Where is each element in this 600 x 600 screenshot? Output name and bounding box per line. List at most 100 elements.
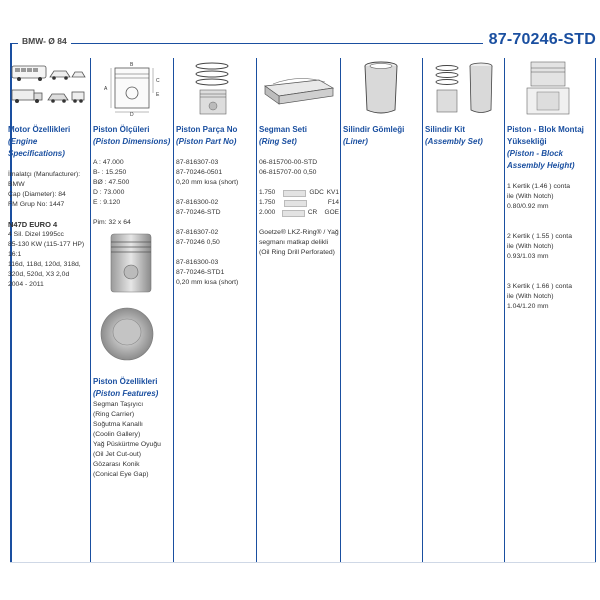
part-number: 87-70246-0501 — [176, 169, 223, 176]
ring-size: 2.000 — [259, 209, 276, 216]
engine-diameter: Çap (Diameter): 84 — [8, 191, 66, 198]
part-no-heading: Piston Parça No (Piston Part No) — [176, 124, 254, 148]
notch-line: 1 Kertik (1.46 ) conta — [507, 183, 571, 190]
diagram-label-e: E — [156, 92, 160, 98]
ring-set-number: 06-815707-00 0,50 — [259, 169, 317, 176]
notch-line: ile (With Notch) — [507, 293, 554, 300]
part-number: 87-816307-02 — [176, 229, 219, 236]
piston-rings-icon — [176, 60, 254, 116]
piston-features-title-en: (Piston Features) — [93, 389, 159, 398]
block-height-title: Piston - Blok Montaj — [507, 125, 584, 134]
part-no-title: Piston Parça No — [176, 125, 238, 134]
notch-line: ile (With Notch) — [507, 193, 554, 200]
engine-heading: Motor Özellikleri (Engine Specifications… — [8, 124, 88, 160]
feature-line: Yağ Püskürtme Oyuğu — [93, 441, 161, 448]
ring-code: F14 — [327, 199, 340, 206]
ring-row: 1.750 GDC KV1 — [259, 188, 339, 198]
ring-note: (Oil Ring Drill Perforated) — [259, 249, 335, 256]
engine-detail: 4 Sil. Dizel 1995cc — [8, 231, 64, 238]
feature-line: Gözarası Konik — [93, 461, 140, 468]
dimension-value: BØ : 47.500 — [93, 179, 130, 186]
assembly-set-title-en: (Assembly Set) — [425, 137, 483, 146]
block-height-title: Yüksekliği — [507, 137, 547, 146]
feature-line: Segman Taşıyıcı — [93, 401, 144, 408]
ring-size: 1.750 — [259, 199, 276, 206]
ring-code: KV1 — [326, 189, 339, 196]
header-rule — [10, 43, 596, 44]
diagram-label-c: C — [156, 78, 160, 84]
bottom-rule — [10, 562, 596, 563]
diagram-label-b: B — [130, 62, 134, 68]
piston-dimensions-title-en: (Piston Dimensions) — [93, 137, 171, 146]
ring-set-number: 06-815700-00-STD — [259, 159, 318, 166]
engine-detail: 85-130 KW (115-177 HP) — [8, 241, 85, 248]
ring-profile-icon — [283, 199, 308, 207]
assembly-set-title: Silindir Kit — [425, 125, 465, 134]
ring-set-title: Segman Seti — [259, 125, 308, 134]
ring-set-title-en: (Ring Set) — [259, 137, 297, 146]
liner-heading: Silindir Gömleği (Liner) — [343, 124, 421, 148]
diagram-label-d: D — [130, 112, 134, 116]
feature-line: (Ring Carrier) — [93, 411, 135, 418]
piston-features-heading: Piston Özellikleri (Piston Features) — [93, 376, 171, 400]
column-divider — [256, 58, 257, 562]
notch-line: 2 Kertik ( 1.55 ) conta — [507, 233, 572, 240]
pin-size: Pim: 32 x 64 — [93, 219, 131, 226]
ring-row: 2.000 CR GOE — [259, 208, 339, 218]
column-divider — [504, 58, 505, 562]
assembly-set-column: Silindir Kit (Assembly Set) — [425, 60, 503, 148]
feature-line: (Oil Jet Cut-out) — [93, 451, 141, 458]
column-divider — [422, 58, 423, 562]
header-bar: BMW- Ø 84 87-70246-STD — [10, 31, 596, 53]
piston-features-title: Piston Özellikleri — [93, 377, 158, 386]
feature-line: (Conical Eye Gap) — [93, 471, 149, 478]
piston-photo-icon — [93, 232, 171, 300]
column-divider — [90, 58, 91, 562]
part-number: 87-816300-02 — [176, 199, 219, 206]
engine-group-no: FM Grup No: 1447 — [8, 201, 65, 208]
ring-note: segmanı matkap delikli — [259, 239, 329, 246]
ring-type: CR — [307, 209, 318, 216]
piston-top-icon — [93, 300, 171, 368]
feature-line: (Coolin Gallery) — [93, 431, 141, 438]
left-border — [10, 43, 12, 562]
ring-profile-icon — [282, 209, 305, 217]
part-number: 87-70246-STD1 — [176, 269, 225, 276]
assembly-set-heading: Silindir Kit (Assembly Set) — [425, 124, 503, 148]
diagram-label-a: A — [104, 86, 108, 92]
block-height-title-en: (Piston - Block — [507, 149, 564, 158]
ring-set-column: Segman Seti (Ring Set) 06-815700-00-STD … — [259, 60, 339, 258]
notch-line: 3 Kertik ( 1.66 ) conta — [507, 283, 572, 290]
dimension-value: E : 9.120 — [93, 199, 121, 206]
engine-code: N47D EURO 4 — [8, 220, 58, 229]
piston-dimensions-title: Piston Ölçüleri — [93, 125, 150, 134]
dimension-value: A : 47.000 — [93, 159, 124, 166]
dimension-value: B- : 15.250 — [93, 169, 127, 176]
brand-label: BMW- Ø 84 — [18, 36, 71, 46]
dimension-value: D : 73.000 — [93, 189, 125, 196]
ring-size: 1.750 — [259, 189, 276, 196]
engine-manufacturer-label: İmalatçı (Manufacturer): — [8, 171, 81, 178]
part-no-title-en: (Piston Part No) — [176, 137, 237, 146]
block-height-title-en: Assembly Height) — [507, 161, 575, 170]
notch-line: ile (With Notch) — [507, 243, 554, 250]
part-number: 87-816307-03 — [176, 159, 219, 166]
engine-column: Motor Özellikleri (Engine Specifications… — [8, 60, 88, 290]
engine-detail: 116d, 118d, 120d, 318d, — [8, 261, 81, 268]
column-divider — [340, 58, 341, 562]
part-note: 0,20 mm kısa (short) — [176, 279, 239, 286]
cylinder-liner-icon — [343, 60, 421, 116]
liner-title: Silindir Gömleği — [343, 125, 405, 134]
piston-block-icon — [507, 60, 595, 116]
right-border — [595, 58, 596, 562]
piston-dimensions-column: A B C D E Piston Ölçüleri (Piston Dimens… — [93, 60, 171, 480]
piston-dimensions-heading: Piston Ölçüleri (Piston Dimensions) — [93, 124, 171, 148]
column-divider — [173, 58, 174, 562]
notch-height: 0.93/1.03 mm — [507, 253, 549, 260]
feature-line: Soğutma Kanallı — [93, 421, 143, 428]
ring-box-icon — [259, 60, 339, 116]
part-number: 87-816300-03 — [176, 259, 219, 266]
notch-height: 1.04/1.20 mm — [507, 303, 549, 310]
block-height-column: Piston - Blok Montaj Yüksekliği (Piston … — [507, 60, 595, 312]
ring-type: GDC — [309, 189, 324, 196]
